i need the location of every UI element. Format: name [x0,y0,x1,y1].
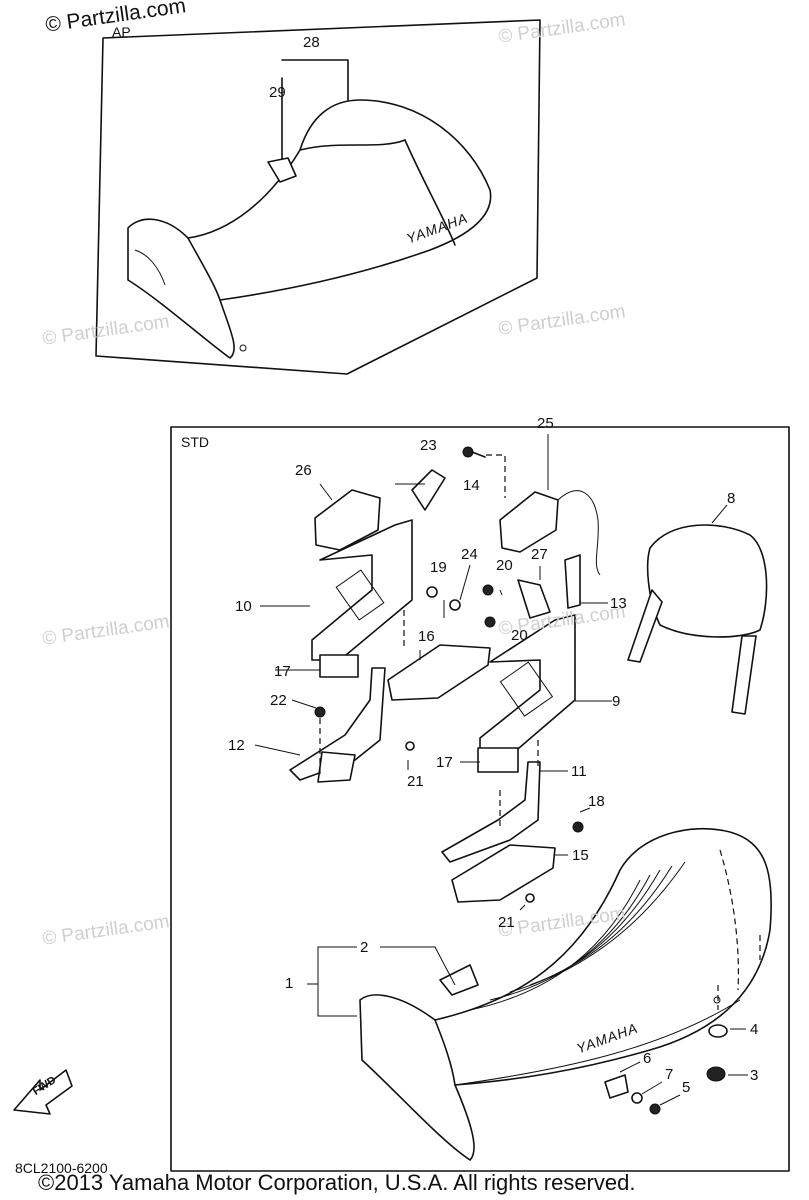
callout-leaders [254,434,748,1106]
bolt-18 [572,821,584,833]
bolt-20-upper [482,584,494,596]
callout-9: 9 [612,693,621,710]
washer-7 [631,1092,643,1104]
switch-25 [499,491,559,553]
callout-29: 29 [269,84,286,101]
callout-21-lower: 21 [498,914,515,931]
switch-26 [314,489,381,551]
bolt-5 [649,1103,661,1115]
holder-15 [451,844,556,903]
grip-13 [564,554,581,609]
pad-17-left [319,654,359,678]
callout-25: 25 [537,415,554,432]
callout-1: 1 [285,975,294,992]
damper-4 [708,1024,728,1038]
panel-label-ap: AP [112,24,131,40]
bracket-6 [604,1074,629,1099]
callout-17-left: 17 [274,663,291,680]
std-panel-frame [170,426,790,1172]
callout-11: 11 [571,763,587,780]
backrest-illustration [627,524,768,715]
callout-20-upper: 20 [496,557,513,574]
holder-16 [387,644,491,701]
callout-3: 3 [750,1067,759,1084]
callout-16: 16 [418,628,435,645]
callout-26: 26 [295,462,312,479]
callout-14: 14 [463,477,480,494]
damper-3 [706,1066,726,1082]
callout-23: 23 [420,437,437,454]
callout-22: 22 [270,692,287,709]
callout-13: 13 [610,595,627,612]
callout-19: 19 [430,559,447,576]
callout-17-right: 17 [436,754,453,771]
callout-20-lower: 20 [511,627,528,644]
bolt-22 [314,706,326,718]
bracket-10 [311,519,413,661]
callout-24: 24 [461,546,478,563]
callout-28: 28 [303,34,320,51]
copyright-notice: ©2013 Yamaha Motor Corporation, U.S.A. A… [38,1170,636,1195]
callout-27: 27 [531,546,548,563]
bolt-21-upper [405,741,415,751]
bolt-20-lower [484,616,496,628]
std-seat-illustration [359,827,773,1161]
callout-12: 12 [228,737,245,754]
callout-8: 8 [727,490,736,507]
callout-18: 18 [588,793,605,810]
diagram-code: 8CL2100-6200 [15,1160,108,1176]
ap-seat-illustration [127,59,492,359]
callout-15: 15 [572,847,589,864]
callout-4: 4 [750,1021,759,1038]
callout-2: 2 [360,939,369,956]
callout-21-upper: 21 [407,773,424,790]
callout-7: 7 [665,1066,674,1083]
callout-10: 10 [235,598,252,615]
panel-label-std: STD [181,434,209,450]
pad-17-right [477,747,519,773]
bolt-21-lower [525,893,535,903]
callout-5: 5 [682,1079,691,1096]
grip-14 [411,469,446,511]
callout-6: 6 [643,1050,652,1067]
ap-panel-frame [95,19,541,375]
bolt-24 [449,599,461,611]
fwd-arrow [13,1069,73,1115]
plate-27 [517,579,551,619]
bracket-12 [289,667,386,781]
bracket-11 [441,761,541,863]
bolt-19 [426,586,438,598]
